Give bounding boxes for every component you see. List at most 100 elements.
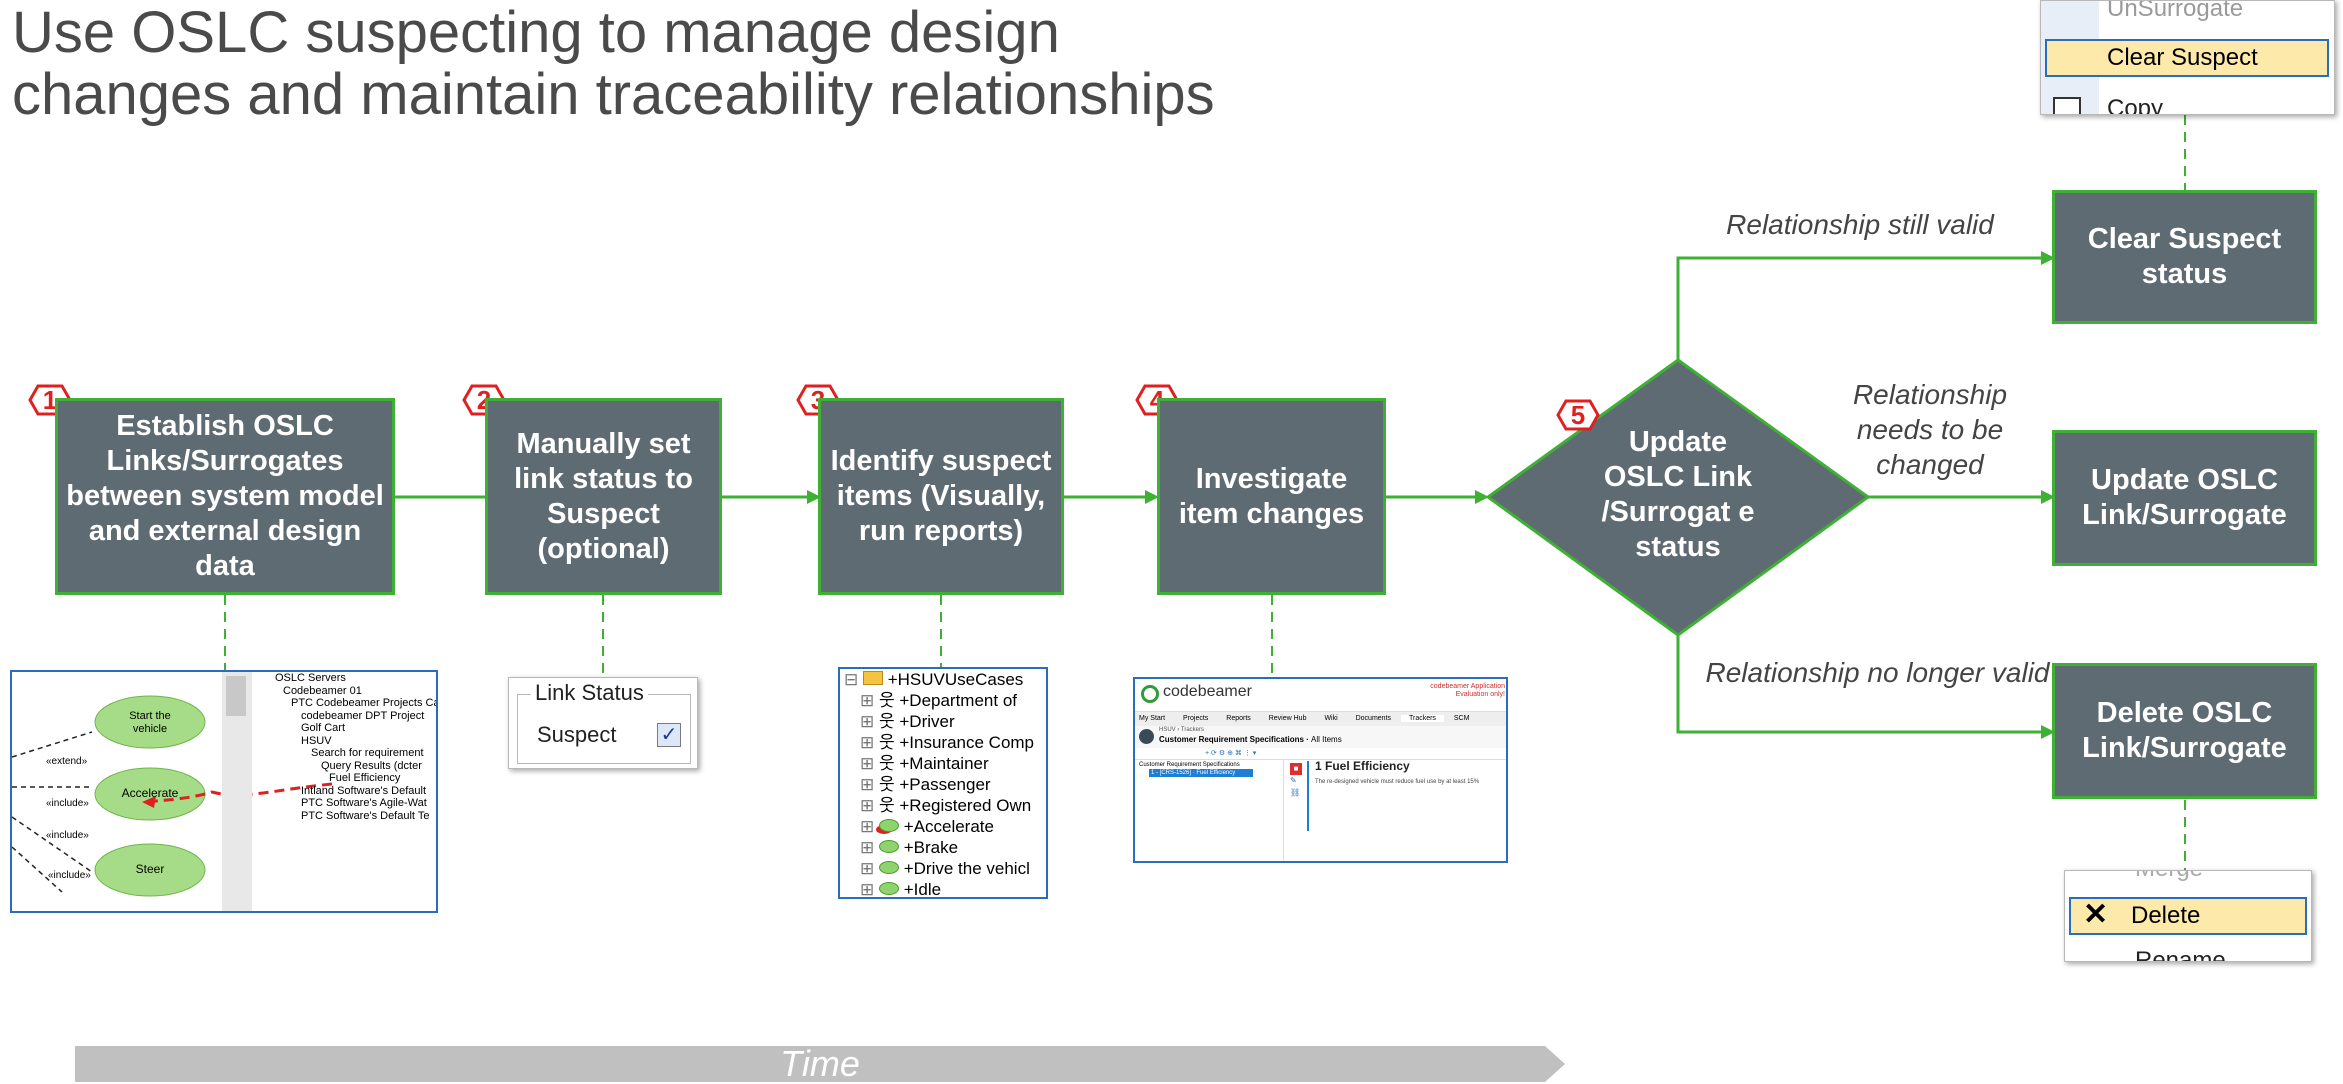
menu-item-rename[interactable]: Rename [2135, 947, 2226, 962]
codebeamer-note: codebeamer Application Evaluation only! [1430, 683, 1505, 698]
nav-trackers[interactable]: Trackers [1400, 715, 1444, 722]
codebeamer-toolbar: + ⟳ ⚙ ⊕ ⌘ ⋮ ▾ [1135, 749, 1506, 760]
codebeamer-side-icons: ■ ✎ ⛓ [1290, 763, 1302, 799]
menu-item-copy[interactable]: Copy [2107, 95, 2164, 115]
step-3-box: Identify suspect items (Visually, run re… [818, 398, 1064, 595]
tree-node-actor[interactable]: ⊞ 웃 +Driver [860, 712, 955, 731]
nav-projects[interactable]: Projects [1183, 715, 1209, 722]
oslc-browser-screenshot: Start the vehicle Accelerate Steer «exte… [10, 670, 438, 913]
condition-needs-change: Relationship needs to be changed [1852, 379, 2008, 480]
step-2-box: Manually set link status to Suspect (opt… [485, 398, 722, 595]
tree-node-actor[interactable]: ⊞ 웃 +Insurance Comp [860, 733, 1035, 752]
menu-item-delete[interactable]: ✕ Delete [2069, 897, 2307, 935]
delete-icon: ✕ [2083, 898, 2109, 931]
codebeamer-divider [1283, 759, 1284, 861]
step-2-label: Manually set link status to Suspect (opt… [514, 427, 693, 565]
breadcrumb[interactable]: HSUV › Trackers [1159, 727, 1205, 733]
badge-5-shape [1556, 399, 1600, 431]
codebeamer-tree: Customer Requirement Specifications 1 - … [1139, 761, 1279, 777]
step-5-label: Update OSLC Link /Surrogat e status [1601, 426, 1755, 563]
condition-still-valid: Relationship still valid [1726, 209, 1994, 240]
tree-node[interactable]: codebeamer DPT Project [301, 709, 425, 722]
codebeamer-nav: My Start Projects Reports Review Hub Wik… [1135, 711, 1506, 727]
tree-node[interactable]: Codebeamer 01 [283, 684, 362, 697]
tree-node[interactable]: OSLC Servers [275, 672, 346, 684]
tracker-heading: Customer Requirement Specifications · Al… [1159, 735, 1342, 744]
tree-root[interactable]: ⊟ +HSUVUseCases [844, 670, 1024, 689]
step-4-label: Investigate item changes [1178, 462, 1365, 530]
tree-node[interactable]: Golf Cart [301, 722, 346, 734]
copy-icon [2053, 97, 2081, 114]
step-badge-5: 5 [1570, 400, 1586, 430]
use-case-start [94, 695, 206, 749]
tree-node[interactable]: Search for requirement [311, 747, 424, 759]
tracker-icon [1139, 729, 1154, 744]
item-description: The re-designed vehicle must reduce fuel… [1315, 779, 1480, 785]
tree-node-actor[interactable]: ⊞ 웃 +Department of [860, 691, 1018, 710]
tree-node[interactable]: PTC Software's Agile-Wat [301, 797, 427, 809]
tree-node-actor[interactable]: ⊞ 웃 +Passenger [860, 775, 991, 794]
stereotype-include-3: «include» [48, 870, 91, 881]
connector-delete [1676, 635, 2055, 739]
outcome-delete-link-label: Delete OSLC Link/Surrogate [2082, 697, 2287, 764]
suspect-checkbox[interactable]: ✓ [657, 723, 681, 747]
nav-wiki[interactable]: Wiki [1324, 715, 1338, 722]
tree-node-use-case[interactable]: ⊞ +Idle [860, 880, 942, 899]
tree-node[interactable]: PTC Codebeamer Projects Ca [291, 697, 438, 709]
flag-icon[interactable]: ■ [1290, 763, 1302, 775]
step-4-box: Investigate item changes [1157, 398, 1386, 595]
step-1-box: Establish OSLC Links/Surrogates between … [55, 398, 395, 595]
actor-icon: 웃 [878, 712, 895, 731]
tree-node[interactable]: Query Results (dcter [321, 759, 422, 772]
nav-review-hub[interactable]: Review Hub [1268, 715, 1307, 722]
menu-item-merge[interactable]: Merge [2135, 871, 2203, 883]
nav-reports[interactable]: Reports [1226, 715, 1251, 722]
edit-icon[interactable]: ✎ [1290, 776, 1297, 785]
tree-node[interactable]: Intland Software's Default [301, 784, 427, 797]
tree-node-fuel-efficiency[interactable]: Fuel Efficiency [329, 772, 401, 784]
item-detail-bar [1307, 761, 1309, 831]
menu-item-unsurrogate[interactable]: UnSurrogate [2107, 0, 2244, 22]
actor-icon: 웃 [878, 733, 895, 752]
use-case-icon [878, 840, 899, 853]
use-case-diagram [12, 672, 333, 911]
context-menu-bottom: Merge ✕ Delete Rename [2064, 870, 2312, 962]
use-case-tree: ⊟ +HSUVUseCases ⊞ 웃 +Department of ⊞ 웃 +… [844, 669, 1046, 899]
menu-item-clear-suspect-label: Clear Suspect [2107, 44, 2258, 71]
context-menu-top: UnSurrogate Clear Suspect Copy [2040, 0, 2335, 115]
connector-clear [1676, 251, 2055, 360]
link-icon[interactable]: ⛓ [1290, 788, 1301, 797]
use-case-steer-label: Steer [135, 862, 165, 876]
stereotype-extend: «extend» [46, 756, 88, 767]
step-3-label: Identify suspect items (Visually, run re… [830, 445, 1052, 547]
title-line-2: changes and maintain traceability relati… [12, 62, 1215, 127]
nav-scm[interactable]: SCM [1453, 715, 1470, 722]
suspect-label: Suspect [537, 722, 617, 747]
tree-root[interactable]: Customer Requirement Specifications [1139, 762, 1240, 768]
stereotype-include-2: «include» [46, 830, 89, 841]
title-line-1: Use OSLC suspecting to manage design [12, 0, 1060, 65]
actor-icon: 웃 [878, 775, 895, 794]
tree-node[interactable]: HSUV [301, 734, 332, 747]
nav-documents[interactable]: Documents [1355, 715, 1392, 722]
tree-node[interactable]: PTC Software's Default Te [301, 809, 430, 822]
actor-icon: 웃 [878, 691, 895, 710]
nav-my-start[interactable]: My Start [1139, 715, 1166, 722]
link-status-panel: Link Status Suspect ✓ [508, 677, 698, 769]
tree-node-use-case[interactable]: ⊞ +Brake [860, 838, 959, 857]
tree-root-label: +HSUVUseCases [887, 670, 1024, 689]
menu-item-clear-suspect[interactable]: Clear Suspect [2045, 39, 2329, 77]
time-arrow [75, 1046, 1565, 1082]
tree-node-actor[interactable]: ⊞ 웃 +Maintainer [860, 754, 989, 773]
outcome-update-link-label: Update OSLC Link/Surrogate [2082, 464, 2287, 531]
tree-node-suspect-use-case[interactable]: ⊞ +Accelerate [860, 817, 994, 836]
tree-node-actor[interactable]: ⊞ 웃 +Registered Own [860, 796, 1032, 815]
use-case-start-label: Start the vehicle [129, 710, 171, 735]
condition-no-longer-valid: Relationship no longer valid [1705, 657, 2050, 688]
codebeamer-screenshot: codebeamer codebeamer Application Evalua… [1133, 677, 1508, 863]
tree-node-use-case[interactable]: ⊞ +Drive the vehicl [860, 859, 1030, 878]
tree-item-selected[interactable]: 1 - [CRS-1526] · Fuel Efficiency [1149, 769, 1253, 777]
codebeamer-brand: codebeamer [1163, 683, 1252, 700]
use-case-icon [878, 882, 899, 895]
